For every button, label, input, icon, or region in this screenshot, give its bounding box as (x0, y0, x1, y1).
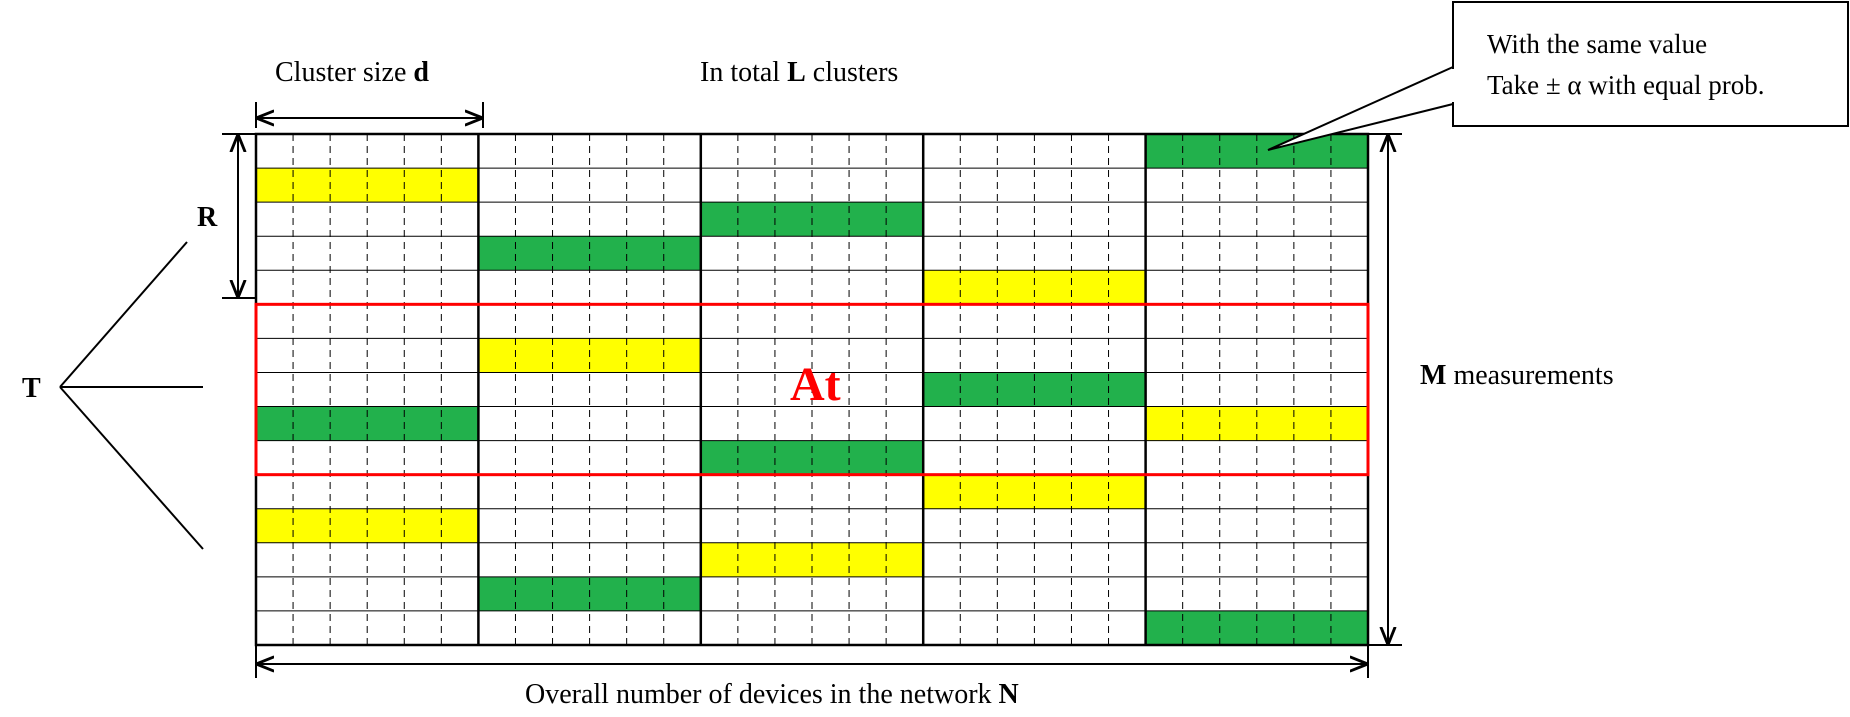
at-label: At (790, 358, 841, 411)
cluster-size-label: Cluster size d (275, 57, 429, 88)
t-fan-line-lower (59, 386, 204, 550)
callout-pointer-join (1452, 69, 1455, 102)
cell-yellow (256, 508, 479, 543)
callout-line-2: Take ± α with equal prob. (1487, 70, 1765, 100)
r-label: R (197, 202, 218, 233)
cell-yellow (923, 474, 1146, 509)
at-highlight-box (254, 302, 1370, 477)
callout-pointer (1267, 66, 1454, 151)
t-fan-line-upper (59, 241, 188, 388)
devices-label: Overall number of devices in the network… (525, 679, 1019, 710)
cell-green (700, 440, 924, 475)
t-label: T (22, 373, 41, 404)
measurements-label: M measurements (1420, 360, 1614, 391)
total-clusters-label: In total L clusters (700, 57, 898, 88)
callout-box (1452, 1, 1849, 127)
callout-line-1: With the same value (1487, 29, 1707, 59)
cell-green (478, 236, 701, 271)
cell-yellow (923, 270, 1146, 305)
